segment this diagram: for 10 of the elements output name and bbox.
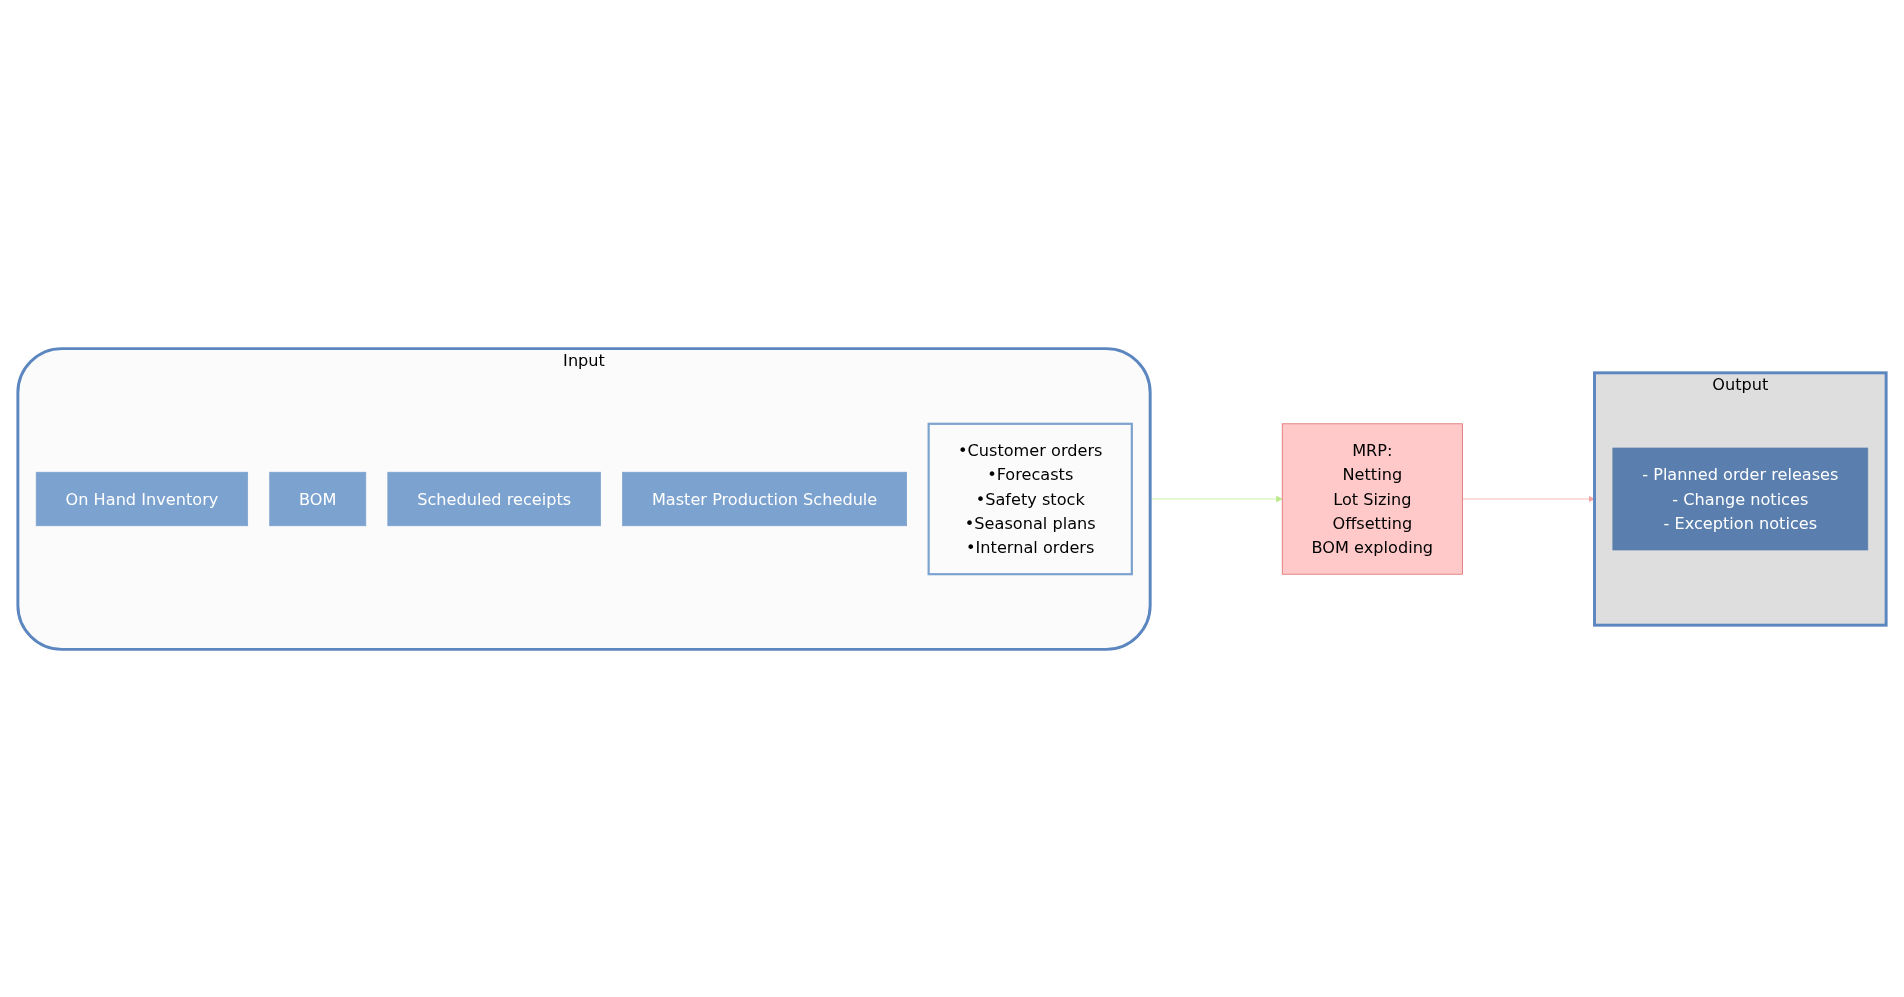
node-box — [1612, 447, 1869, 550]
node-box — [927, 422, 1133, 575]
node-box — [35, 471, 249, 526]
node-box — [622, 471, 907, 526]
node-box — [387, 471, 601, 526]
cluster — [1593, 370, 1888, 627]
diagram: Output - Planned order releases - Change notices - Exception notices Input On Hand Inventory BOM Scheduled receipts Master Production Schedule •Customer orders •Forecasts •Safety stock •Seasonal plans •Internal orders MRP: Netting Lot Sizing Offsetting BOM exploding — [12, 8, 1892, 989]
node-box — [1281, 422, 1463, 575]
node-box — [269, 471, 367, 526]
cluster — [16, 346, 1152, 651]
